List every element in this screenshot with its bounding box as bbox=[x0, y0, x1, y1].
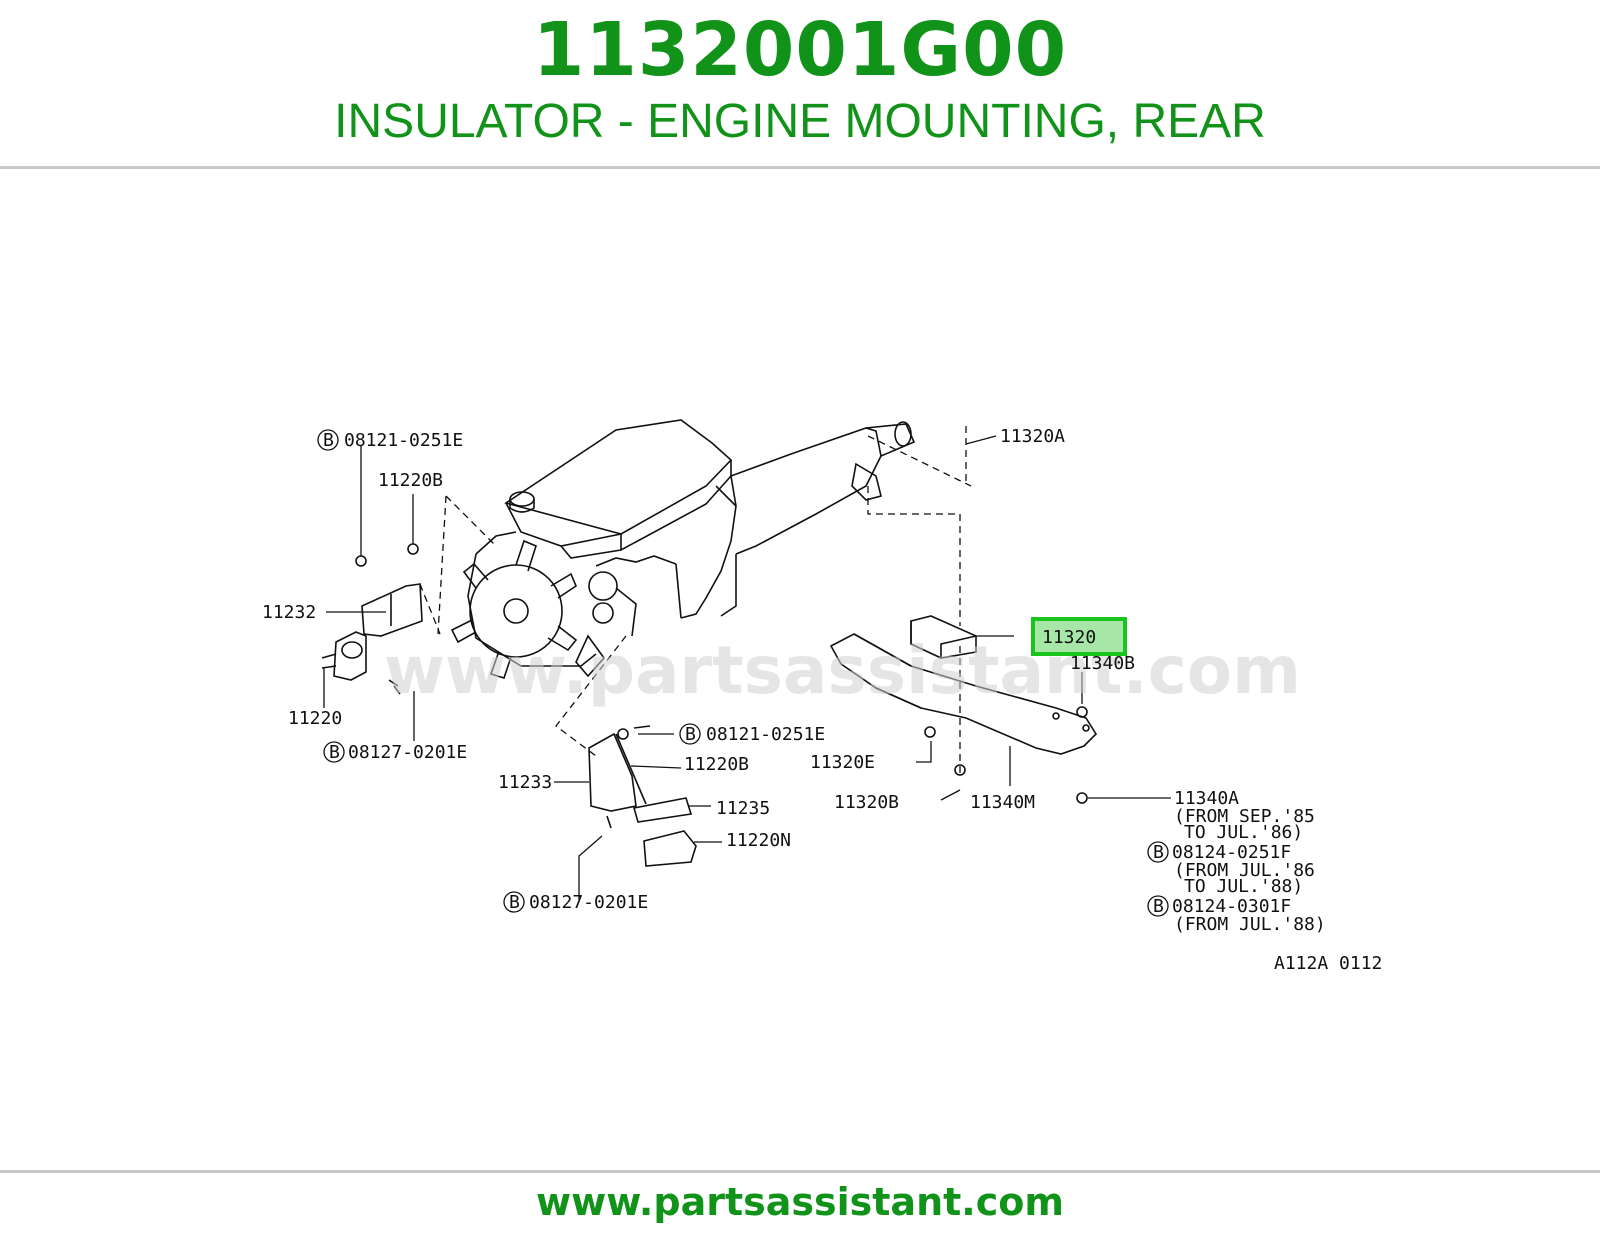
bolt-symbol-letter: B bbox=[329, 742, 340, 763]
callout-note: (FROM SEP.'85 bbox=[1174, 806, 1315, 827]
callout-note: TO JUL.'86) bbox=[1184, 822, 1303, 843]
callout-label[interactable]: 11220B bbox=[684, 754, 749, 775]
diagram-watermark: www.partsassistant.com bbox=[384, 632, 1301, 709]
callout-label[interactable]: 11320 bbox=[1042, 627, 1096, 648]
diagram-reference-code: A112A 0112 bbox=[1274, 953, 1382, 974]
callout-label[interactable]: 11320A bbox=[1000, 426, 1065, 447]
parts-diagram-svg: www.partsassistant.com B 08121-0251E 112… bbox=[176, 336, 1422, 1014]
rear-crossmember bbox=[829, 615, 1098, 804]
footer-website-link[interactable]: www.partsassistant.com bbox=[536, 1180, 1064, 1224]
part-number-title: 1132001G00 bbox=[532, 7, 1068, 93]
bolt-symbol-icon bbox=[1147, 841, 1169, 863]
callout-label[interactable]: 11220N bbox=[726, 830, 791, 851]
bolt-symbol-icon bbox=[1147, 895, 1169, 917]
callout-note: TO JUL.'88) bbox=[1184, 876, 1303, 897]
part-description: INSULATOR - ENGINE MOUNTING, REAR bbox=[334, 95, 1266, 148]
footer-divider bbox=[0, 1170, 1600, 1173]
header-divider bbox=[0, 166, 1600, 169]
center-mount-parts bbox=[588, 725, 697, 867]
callout-label[interactable]: 08127-0201E bbox=[348, 742, 467, 763]
leader-lines bbox=[323, 435, 1171, 900]
bolt-symbol-letter: B bbox=[509, 892, 520, 913]
callout-label[interactable]: 11320B bbox=[834, 792, 899, 813]
bolt-symbol-icon bbox=[679, 723, 701, 745]
bolt-symbol-letter: B bbox=[1153, 896, 1164, 917]
bolt-symbol-letter: B bbox=[685, 724, 696, 745]
bolt-symbol-icon bbox=[503, 891, 525, 913]
callout-label[interactable]: 11340M bbox=[970, 792, 1035, 813]
callout-label[interactable]: 08121-0251E bbox=[706, 724, 825, 745]
callout-label[interactable]: 11340A bbox=[1174, 788, 1239, 809]
callout-label[interactable]: 08124-0251F bbox=[1172, 842, 1291, 863]
bolt-symbol-icon bbox=[317, 429, 339, 451]
callout-label[interactable]: 11220 bbox=[288, 708, 342, 729]
left-mount-parts bbox=[321, 543, 423, 695]
parts-diagram: www.partsassistant.com B 08121-0251E 112… bbox=[176, 336, 1422, 1014]
callout-label[interactable]: 11235 bbox=[716, 798, 770, 819]
bolt-symbol-letter: B bbox=[323, 430, 334, 451]
bolt-symbol-icon bbox=[323, 741, 345, 763]
bolt-symbol-letter: B bbox=[1153, 842, 1164, 863]
callout-label[interactable]: 11232 bbox=[262, 602, 316, 623]
callout-label[interactable]: 08121-0251E bbox=[344, 430, 463, 451]
callout-label[interactable]: 11220B bbox=[378, 470, 443, 491]
callout-label[interactable]: 11340B bbox=[1070, 653, 1135, 674]
callout-label[interactable]: 11233 bbox=[498, 772, 552, 793]
callout-note: (FROM JUL.'88) bbox=[1174, 914, 1326, 935]
page-header: 1132001G00 INSULATOR - ENGINE MOUNTING, … bbox=[0, 0, 1600, 168]
dashed-guides bbox=[419, 426, 972, 776]
diagram-canvas bbox=[176, 336, 1422, 1014]
callout-label[interactable]: 08127-0201E bbox=[529, 892, 648, 913]
callout-label[interactable]: 08124-0301F bbox=[1172, 896, 1291, 917]
callout-note: (FROM JUL.'86 bbox=[1174, 860, 1315, 881]
callout-label[interactable]: 11320E bbox=[810, 752, 875, 773]
callout-labels: B 08121-0251E 11220B 11232 11220 B 08127… bbox=[262, 426, 1382, 974]
highlighted-part-box[interactable] bbox=[1031, 617, 1127, 656]
engine-drawing bbox=[450, 419, 916, 679]
